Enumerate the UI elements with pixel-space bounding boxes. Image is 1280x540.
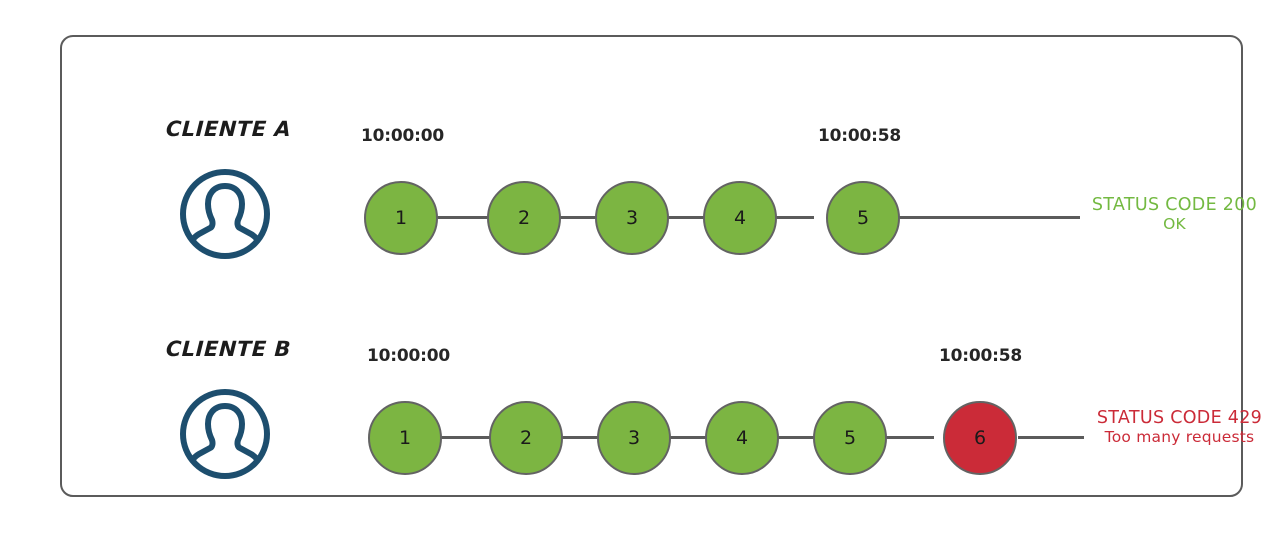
request-node[interactable]: 2: [489, 401, 563, 475]
chain-link: [656, 436, 708, 439]
diagram-frame: CLIENTE A 10:00:00 10:00:58: [60, 35, 1262, 497]
timestamp-end-a: 10:00:58: [818, 126, 901, 146]
user-avatar-icon: [175, 384, 275, 484]
user-avatar-icon: [175, 164, 275, 264]
request-node-number: 5: [843, 427, 857, 449]
request-node-number: 3: [625, 207, 639, 229]
request-node[interactable]: 4: [705, 401, 779, 475]
chain-tail-a: [898, 216, 1080, 219]
request-node-number: 2: [517, 207, 531, 229]
status-code-line-b: STATUS CODE 429: [1096, 408, 1263, 428]
status-badge-a: STATUS CODE 200 OK: [1087, 195, 1262, 233]
timestamp-start-a: 10:00:00: [361, 126, 444, 146]
request-node[interactable]: 1: [364, 181, 438, 255]
status-message-line-b: Too many requests: [1104, 428, 1255, 446]
request-node[interactable]: 4: [703, 181, 777, 255]
chain-link: [872, 436, 934, 439]
request-node-number: 4: [735, 427, 749, 449]
request-node-number: 6: [973, 427, 987, 449]
request-node-number: 5: [856, 207, 870, 229]
status-message-line-a: OK: [1163, 215, 1186, 233]
status-code-line-a: STATUS CODE 200: [1091, 195, 1258, 215]
chain-link: [436, 216, 490, 219]
timestamp-start-b: 10:00:00: [367, 346, 450, 366]
request-node-number: 1: [398, 427, 412, 449]
client-label-b: CLIENTE B: [165, 337, 292, 361]
chain-link: [764, 436, 816, 439]
chain-tail-b: [1018, 436, 1084, 439]
status-badge-b: STATUS CODE 429 Too many requests: [1087, 408, 1272, 446]
request-node[interactable]: 1: [368, 401, 442, 475]
request-node-number: 3: [627, 427, 641, 449]
request-node-number: 2: [519, 427, 533, 449]
request-node[interactable]: 3: [595, 181, 669, 255]
client-label-a: CLIENTE A: [165, 117, 292, 141]
request-node-rejected[interactable]: 6: [943, 401, 1017, 475]
chain-link: [548, 436, 600, 439]
request-node[interactable]: 2: [487, 181, 561, 255]
chain-link: [760, 216, 814, 219]
request-node[interactable]: 5: [813, 401, 887, 475]
chain-link: [440, 436, 492, 439]
request-node[interactable]: 5: [826, 181, 900, 255]
request-node-number: 4: [733, 207, 747, 229]
request-node-number: 1: [394, 207, 408, 229]
timestamp-end-b: 10:00:58: [939, 346, 1022, 366]
request-node[interactable]: 3: [597, 401, 671, 475]
chain-link: [652, 216, 706, 219]
chain-link: [544, 216, 598, 219]
